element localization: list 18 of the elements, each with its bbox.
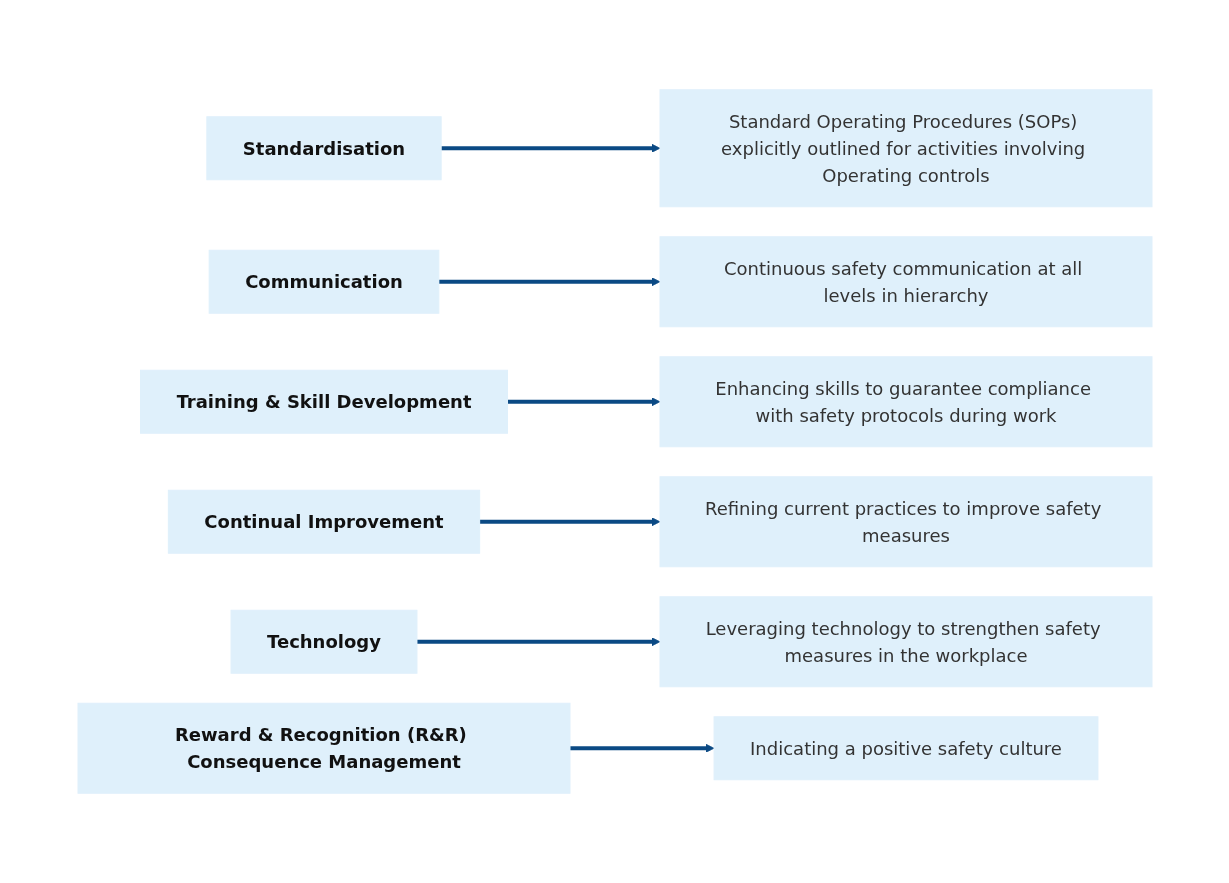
node-box: Leveraging technology to strengthen safety measures in the workplace: [659, 596, 1152, 688]
node-box: Reward & Recognition (R&R) Consequence Management: [77, 702, 570, 794]
node-box: Enhancing skills to guarantee compliance with safety protocols during work: [659, 356, 1152, 448]
node-box: Indicating a positive safety culture: [713, 716, 1098, 781]
node-box: Communication: [208, 249, 439, 314]
arrow: [569, 743, 714, 753]
node-box: Standard Operating Procedures (SOPs) explicitly outlined for activities involving Operating controls: [659, 89, 1152, 208]
node-box: Training & Skill Development: [139, 369, 508, 434]
arrow: [440, 143, 660, 153]
arrow: [416, 637, 660, 647]
arrow: [479, 517, 660, 527]
node-box: Continual Improvement: [167, 489, 480, 554]
node-box: Continuous safety communication at all levels in hierarchy: [659, 236, 1152, 328]
node-box: Technology: [230, 609, 417, 674]
node-box: Refining current practices to improve safety measures: [659, 476, 1152, 568]
node-box: Standardisation: [205, 116, 442, 181]
arrow: [438, 277, 660, 287]
arrow: [507, 397, 660, 407]
